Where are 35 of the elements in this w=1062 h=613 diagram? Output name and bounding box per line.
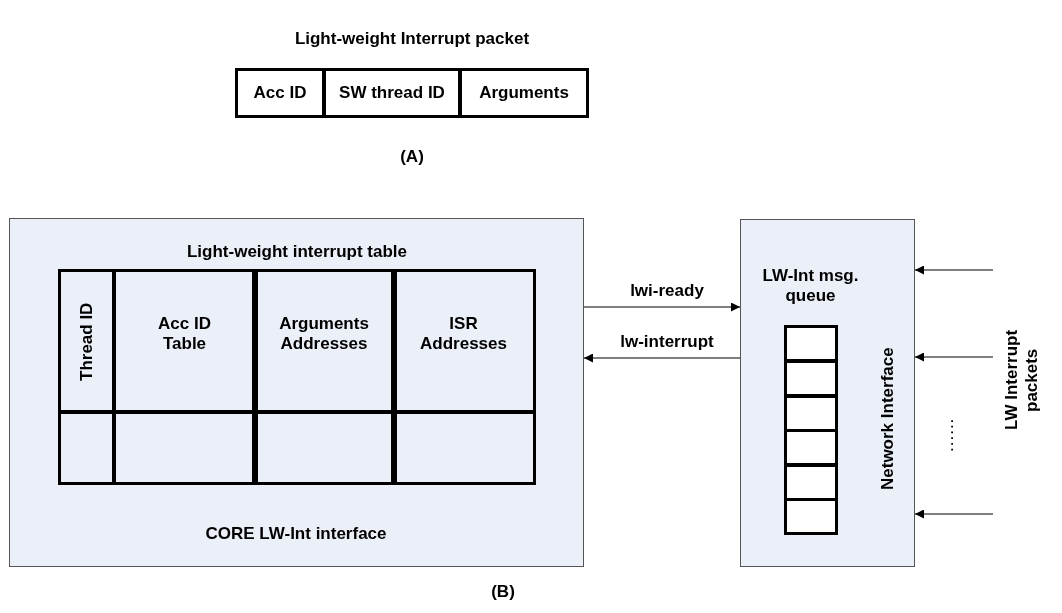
packet-field bbox=[459, 68, 589, 118]
queue-slot bbox=[784, 360, 838, 397]
panel-label: (B) bbox=[490, 581, 516, 603]
block-label: Light-weight interrupt table bbox=[185, 241, 408, 263]
packet-field bbox=[235, 68, 325, 118]
table-cell bbox=[112, 410, 258, 485]
network-interface-block bbox=[740, 219, 915, 567]
edge-label: lw-interrupt bbox=[619, 332, 715, 352]
input-label: LW Interrupt packets bbox=[1001, 328, 1042, 433]
table-cell bbox=[391, 410, 536, 485]
ellipsis-mark: ...... bbox=[937, 416, 958, 455]
column-header: ISR Addresses bbox=[419, 312, 508, 355]
queue-slot bbox=[784, 325, 838, 362]
panel-label: (A) bbox=[399, 146, 425, 168]
edge-label: lwi-ready bbox=[629, 281, 705, 301]
block-label: LW-Int msg. queue bbox=[761, 265, 860, 307]
table-cell bbox=[391, 269, 536, 414]
queue-slot bbox=[784, 429, 838, 466]
field-label: Acc ID bbox=[252, 82, 308, 104]
field-label: SW thread ID bbox=[338, 82, 446, 104]
field-label: Arguments bbox=[478, 82, 570, 104]
block-label: Network Interface bbox=[876, 346, 898, 492]
block-label: CORE LW-Int interface bbox=[204, 522, 388, 545]
core-interface-block bbox=[9, 218, 584, 567]
table-cell bbox=[252, 269, 397, 414]
table-cell bbox=[58, 269, 116, 414]
diagram-heading: Light-weight Interrupt packet bbox=[293, 28, 531, 50]
column-header: Arguments Addresses bbox=[278, 312, 370, 355]
column-header: Acc ID Table bbox=[157, 312, 212, 355]
column-header: Thread ID bbox=[75, 300, 97, 383]
packet-field bbox=[323, 68, 461, 118]
table-cell bbox=[112, 269, 258, 414]
table-cell bbox=[252, 410, 397, 485]
queue-slot bbox=[784, 498, 838, 535]
table-cell bbox=[58, 410, 116, 485]
